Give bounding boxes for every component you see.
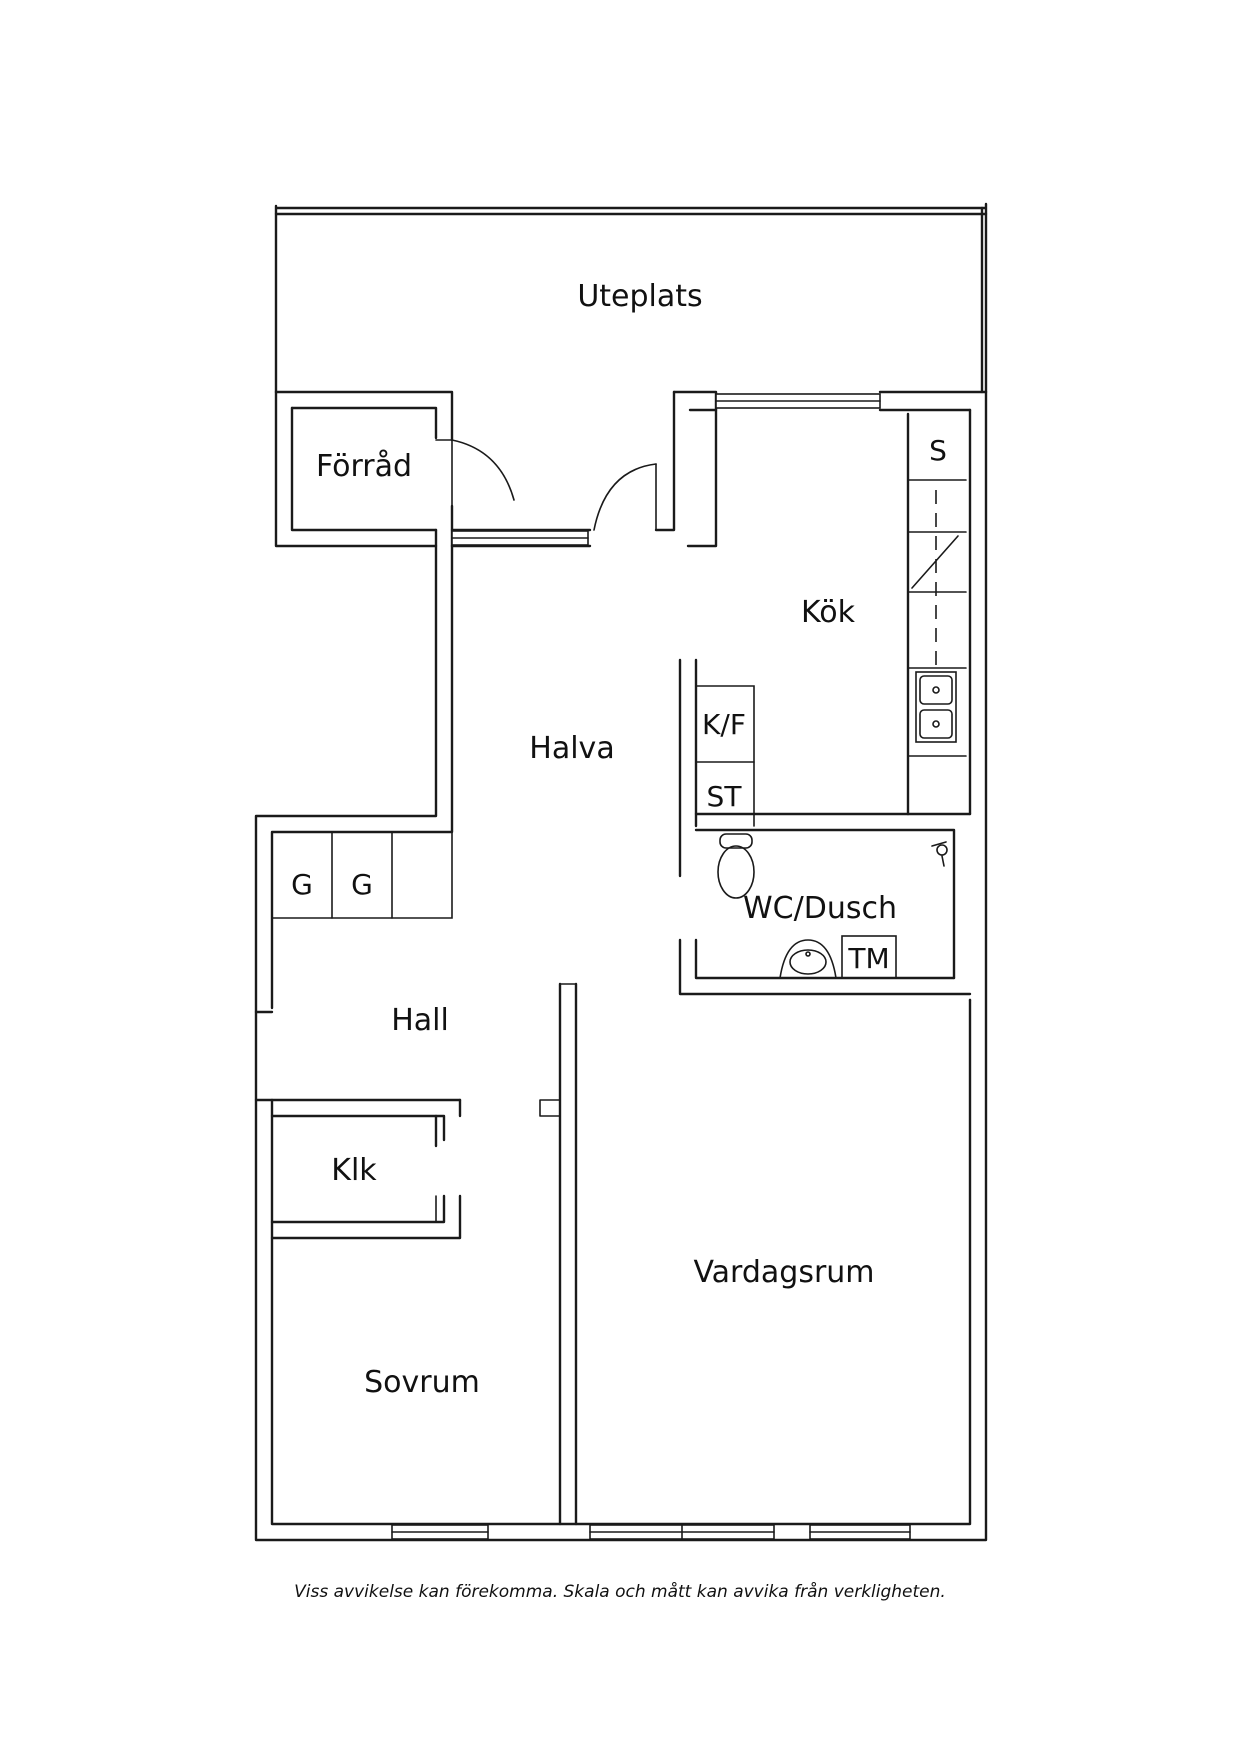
entrance-window [451,530,589,546]
kitchen-window [715,393,881,409]
wardrobe-label-1: G [291,868,313,901]
closet-walls [254,1098,462,1240]
room-label-kok: Kök [801,595,856,630]
washing-machine-box [841,935,897,979]
room-label-vardagsrum: Vardagsrum [693,1255,874,1290]
bottom-windows [391,1524,911,1540]
hall-wardrobes [271,831,453,919]
washing-machine-label: TM [847,942,889,975]
exterior-walls [254,390,988,1542]
storage-door [435,439,515,507]
shower-icon [931,841,948,867]
room-label-halva: Halva [529,731,614,766]
wash-basin-icon [779,939,837,979]
storage-room-walls [274,390,454,548]
room-label-sovrum: Sovrum [364,1365,480,1400]
storage-cabinet-label: ST [707,780,743,813]
entrance-walls [450,390,718,548]
patio-outline [274,202,988,394]
entrance-door [593,463,657,531]
toilet-icon [717,833,755,899]
room-label-wc-dusch: WC/Dusch [743,891,897,926]
room-label-forrad: Förråd [316,449,412,484]
fridge-freezer-label: K/F [702,708,746,741]
stove-label: S [929,434,947,467]
room-label-klk: Klk [331,1153,377,1188]
room-label-uteplats: Uteplats [577,279,702,314]
kitchen-sink [915,671,957,743]
bath-top-wall [694,812,972,980]
kitchen-appliance-column [678,658,755,878]
room-label-hall: Hall [391,1003,449,1038]
wardrobe-label-2: G [351,868,373,901]
disclaimer-text: Viss avvikelse kan förekomma. Skala och … [294,1582,946,1602]
living-room-partition [539,982,578,1526]
kitchen-counter [906,412,967,816]
